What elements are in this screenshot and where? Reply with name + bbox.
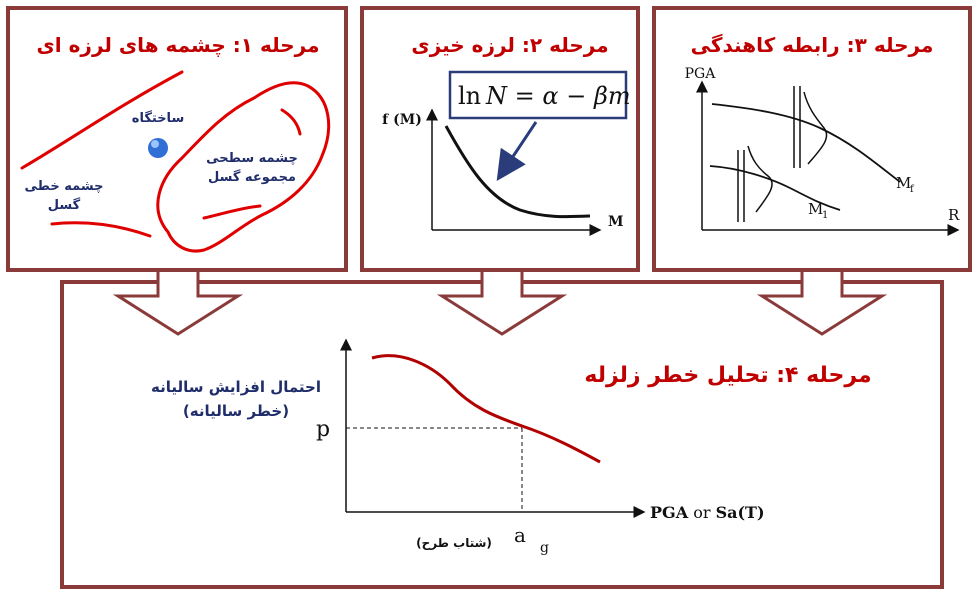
hazard-ylabel-2: (خطر سالیانه) — [183, 402, 289, 420]
stage2-down-arrow — [436, 266, 568, 336]
stage2-x-label: M — [608, 214, 624, 230]
hazard-x-label-sa: Sa(T) — [716, 503, 765, 522]
curve-mf-subscript: f — [910, 184, 915, 195]
hazard-x-label-pga: PGA — [650, 503, 689, 522]
formula-box — [448, 70, 628, 120]
stage3-frame — [652, 6, 972, 272]
formula-pointer-arrow — [496, 121, 538, 181]
area-source-label-2: مجموعه گسل — [208, 169, 296, 185]
site-dot-highlight — [151, 140, 159, 148]
line-source-label-2: گسل — [48, 197, 81, 213]
hazard-x-label: PGA or Sa(T) — [650, 503, 765, 522]
line-source-fault — [20, 70, 184, 170]
stage1-down-arrow — [112, 266, 244, 336]
stage1-title: مرحله ۱: چشمه های لرزه ای — [36, 33, 319, 58]
area-source-fault-inner-2 — [202, 204, 262, 220]
stage3-down-arrow — [756, 266, 888, 336]
distribution-curve-2 — [803, 91, 828, 165]
p-label: p — [316, 417, 330, 442]
stage2-title: مرحله ۲: لرزه خیزی — [411, 33, 608, 57]
stage3-title: مرحله ۳: رابطه کاهندگی — [691, 33, 934, 57]
curve-m1-label: M — [808, 200, 823, 218]
magnitude-recurrence-curve — [444, 125, 591, 219]
curve-mf-label: M — [896, 174, 911, 192]
site-dot — [148, 138, 168, 158]
area-source-label-1: چشمه سطحی — [206, 151, 298, 166]
stage2-y-label: f (M) — [382, 112, 422, 128]
attenuation-curve-mf — [711, 103, 901, 183]
distribution-curve-1 — [747, 145, 773, 213]
stage3-y-label: PGA — [685, 66, 717, 82]
line-source-fault-2 — [50, 221, 152, 238]
site-label: ساختگاه — [132, 110, 184, 126]
hazard-curve — [371, 354, 601, 464]
stage4-title: مرحله ۴: تحلیل خطر زلزله — [584, 363, 871, 388]
ag-subscript: g — [540, 540, 549, 556]
ag-label: a — [514, 523, 526, 547]
formula-body: N = α − βm — [485, 82, 631, 110]
design-acceleration-label: (شتاب طرح) — [416, 536, 492, 550]
curve-m1-subscript: 1 — [822, 210, 828, 221]
hazard-x-label-or: or — [688, 503, 715, 522]
area-source-fault-inner-1 — [280, 108, 302, 136]
formula-ln: ln — [458, 82, 481, 110]
line-source-label-1: چشمه خطی — [25, 179, 104, 194]
attenuation-curve-m1 — [709, 165, 841, 211]
stage3-x-label: R — [948, 206, 960, 224]
area-source-boundary — [156, 81, 331, 253]
stage1-frame — [6, 6, 348, 272]
hazard-ylabel-1: احتمال افزایش سالیانه — [151, 378, 321, 396]
